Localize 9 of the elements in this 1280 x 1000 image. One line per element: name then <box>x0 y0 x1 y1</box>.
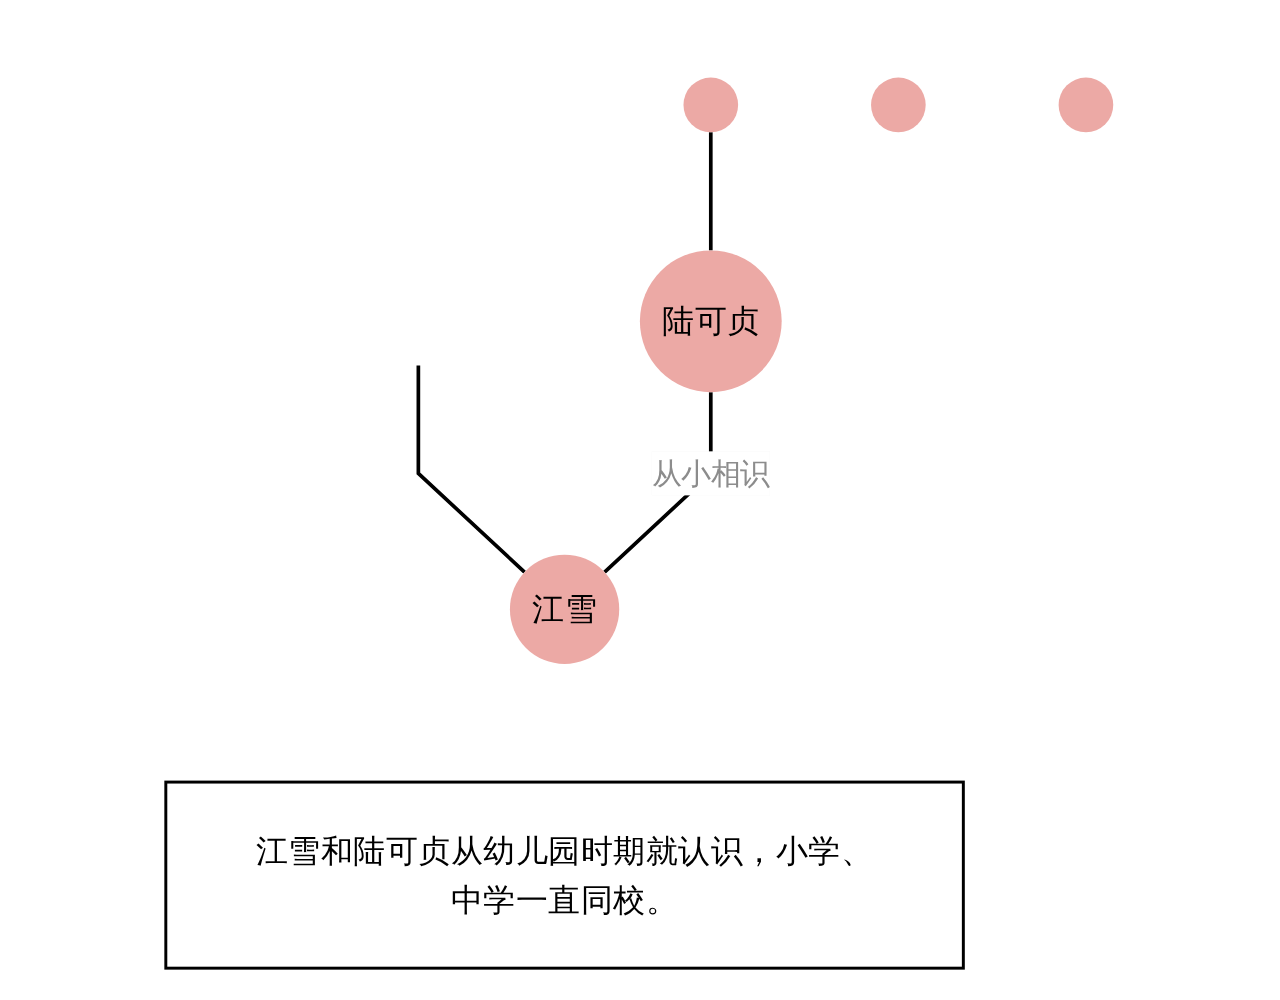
node-circle: 陆可贞 <box>640 250 783 393</box>
node-circle: 江雪 <box>510 554 620 664</box>
connector <box>709 132 714 251</box>
node-box: 江雪和陆可贞从幼儿园时期就认识，小学、中学一直同校。 <box>164 780 966 970</box>
edge-label: 从小相识 <box>652 455 771 492</box>
node-circle <box>1059 77 1114 133</box>
connector <box>417 365 527 574</box>
node-circle <box>683 77 739 133</box>
node-circle <box>871 77 927 133</box>
